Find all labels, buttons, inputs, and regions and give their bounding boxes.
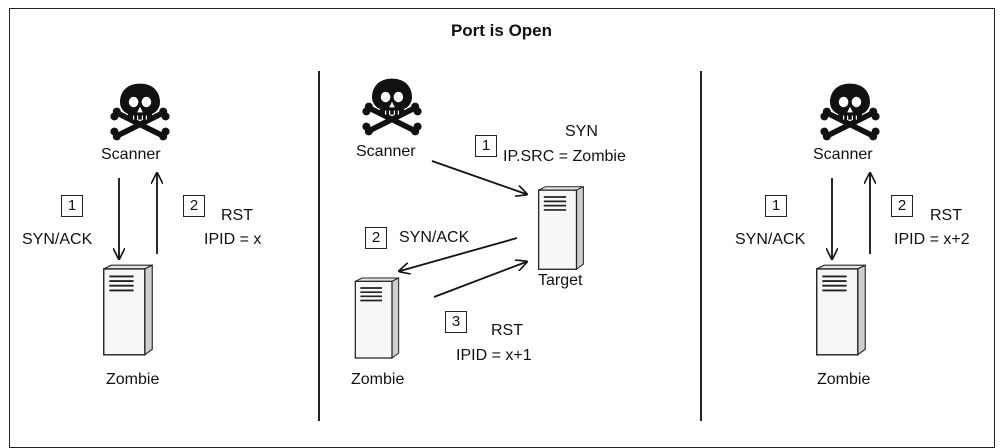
- ipid-label-right: IPID = x+2: [894, 231, 970, 248]
- zombie-label-left: Zombie: [106, 371, 160, 388]
- target-label: Target: [538, 272, 583, 289]
- scanner-label-left: Scanner: [101, 146, 161, 163]
- panel-divider-left: [318, 71, 320, 421]
- ipid-label-left: IPID = x: [204, 231, 262, 248]
- zombie-server-icon-middle: [354, 277, 400, 359]
- synack-label-left: SYN/ACK: [22, 231, 93, 248]
- zombie-server-icon-left: [102, 264, 154, 356]
- rst-label-left: RST: [221, 207, 253, 224]
- step-number-box-2-middle: 2: [365, 227, 387, 249]
- synack-label-middle: SYN/ACK: [399, 229, 470, 246]
- zombie-label-right: Zombie: [817, 371, 871, 388]
- rst-label-middle: RST: [491, 322, 523, 339]
- diagram-frame: [9, 8, 995, 448]
- step-number-box-1-middle: 1: [475, 135, 497, 157]
- syn-label-middle: SYN: [565, 123, 598, 140]
- step-number-box-3-middle: 3: [445, 311, 467, 333]
- arrow-synack-middle: [400, 237, 518, 271]
- diagram-title: Port is Open: [450, 21, 553, 40]
- scanner-skull-icon-left: [110, 84, 169, 141]
- diagram-graphics: [102, 0, 1003, 359]
- step-number-box-2-left: 2: [183, 195, 205, 217]
- rst-label-right: RST: [930, 207, 962, 224]
- target-server-icon: [537, 185, 585, 271]
- arrow-syn-middle: [431, 160, 526, 194]
- ipsrc-label-middle: IP.SRC = Zombie: [503, 148, 626, 165]
- scanner-skull-icon-middle: [362, 79, 421, 136]
- scanner-skull-icon-right: [820, 84, 879, 141]
- scanner-label-right: Scanner: [813, 146, 873, 163]
- synack-label-right: SYN/ACK: [735, 231, 806, 248]
- zombie-server-icon-right: [815, 264, 867, 356]
- step-number-box-2-right: 2: [891, 195, 913, 217]
- ipid-label-middle: IPID = x+1: [456, 347, 532, 364]
- scanner-label-middle: Scanner: [356, 143, 416, 160]
- arrow-rst-middle: [433, 262, 526, 298]
- step-number-box-1-left: 1: [61, 195, 83, 217]
- zombie-label-middle: Zombie: [351, 371, 405, 388]
- step-number-box-1-right: 1: [765, 195, 787, 217]
- panel-divider-right: [700, 71, 702, 421]
